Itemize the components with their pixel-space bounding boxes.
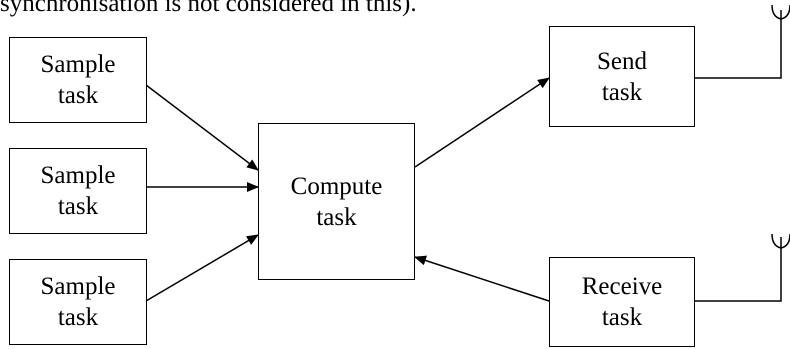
sample-task-box-3: Sample task — [9, 259, 147, 345]
sample-task-1-line1: Sample — [40, 51, 116, 78]
sample-task-1-line2: task — [57, 82, 99, 109]
receive-antenna-wire — [695, 237, 782, 302]
sample-task-3-line1: Sample — [40, 273, 116, 300]
arrow-sample1-to-compute — [145, 84, 259, 171]
compute-task-line1: Compute — [290, 172, 383, 200]
send-task-line2: task — [601, 78, 643, 106]
arrow-compute-to-send — [414, 77, 550, 168]
caption-text: synchronisation is not considered in thi… — [0, 0, 417, 17]
sample-task-box-2: Sample task — [9, 148, 147, 234]
sample-task-3-line2: task — [57, 304, 99, 331]
send-task-box: Send task — [549, 26, 695, 127]
receive-task-line2: task — [601, 304, 643, 331]
receive-task-line1: Receive — [581, 273, 663, 300]
compute-task-box: Compute task — [258, 123, 415, 280]
send-antenna-wire — [695, 10, 782, 79]
receive-antenna-icon — [771, 233, 790, 249]
compute-task-line2: task — [316, 203, 357, 231]
arrow-receive-to-compute — [414, 255, 550, 302]
sample-task-2-line2: task — [57, 193, 99, 220]
sample-task-2-line1: Sample — [40, 162, 116, 189]
receive-task-box: Receive task — [549, 257, 695, 347]
arrow-sample3-to-compute — [145, 234, 259, 302]
send-task-line1: Send — [597, 47, 647, 75]
sample-task-box-1: Sample task — [9, 37, 147, 123]
send-antenna-icon — [771, 4, 790, 20]
